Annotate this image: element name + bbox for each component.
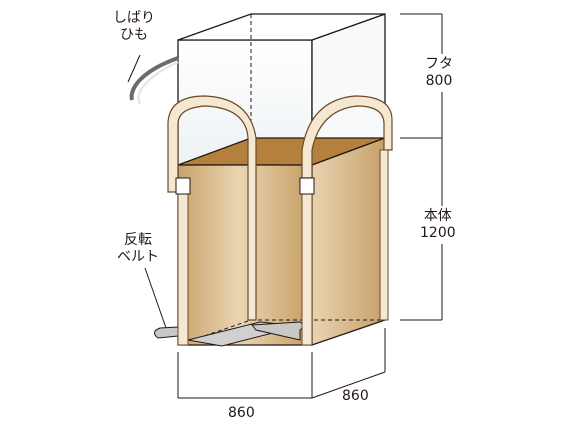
reversal-belt-leader bbox=[144, 267, 167, 329]
body-hidden-bottom-2 bbox=[177, 319, 252, 346]
belt-front-right bbox=[301, 177, 313, 346]
body-dimension-label: 本体 1200 bbox=[420, 206, 456, 244]
dim-side-diagonal bbox=[311, 371, 386, 399]
tie-string-strand-2 bbox=[137, 60, 179, 105]
body-side-face bbox=[311, 137, 386, 346]
lid-top-face bbox=[177, 13, 386, 41]
width-front-label: 860 bbox=[228, 405, 255, 421]
lid-dimension-name: フタ bbox=[425, 56, 453, 72]
reversal-belt-left bbox=[154, 326, 179, 339]
tie-string-label-line1: しばり bbox=[113, 10, 155, 26]
belt-tag-right bbox=[299, 177, 315, 195]
reversal-belt-label: 反転 ベルト bbox=[117, 232, 159, 266]
reversal-belt bbox=[154, 321, 304, 347]
body-front-face bbox=[177, 164, 313, 346]
body-dimension-value: 1200 bbox=[420, 225, 456, 241]
tie-string-strand-1 bbox=[129, 56, 179, 101]
belt-side-right bbox=[379, 149, 389, 321]
lifting-loops bbox=[167, 95, 393, 346]
tie-string-leader bbox=[127, 54, 141, 83]
width-side-label: 860 bbox=[342, 388, 369, 404]
loop-left bbox=[167, 95, 257, 321]
lid-dimension-value: 800 bbox=[425, 73, 453, 89]
lid-dimension-label: フタ 800 bbox=[425, 54, 453, 92]
tie-string-label: しばり ひも bbox=[113, 10, 155, 44]
belt-tag-left bbox=[175, 177, 191, 195]
body-section bbox=[177, 137, 386, 346]
belt-front-left bbox=[177, 177, 189, 346]
reversal-belt-label-line1: 反転 bbox=[124, 232, 152, 248]
tie-string-label-line2: ひも bbox=[120, 27, 148, 43]
reversal-belt-label-line2: ベルト bbox=[117, 249, 159, 265]
body-dimension-name: 本体 bbox=[423, 208, 452, 224]
